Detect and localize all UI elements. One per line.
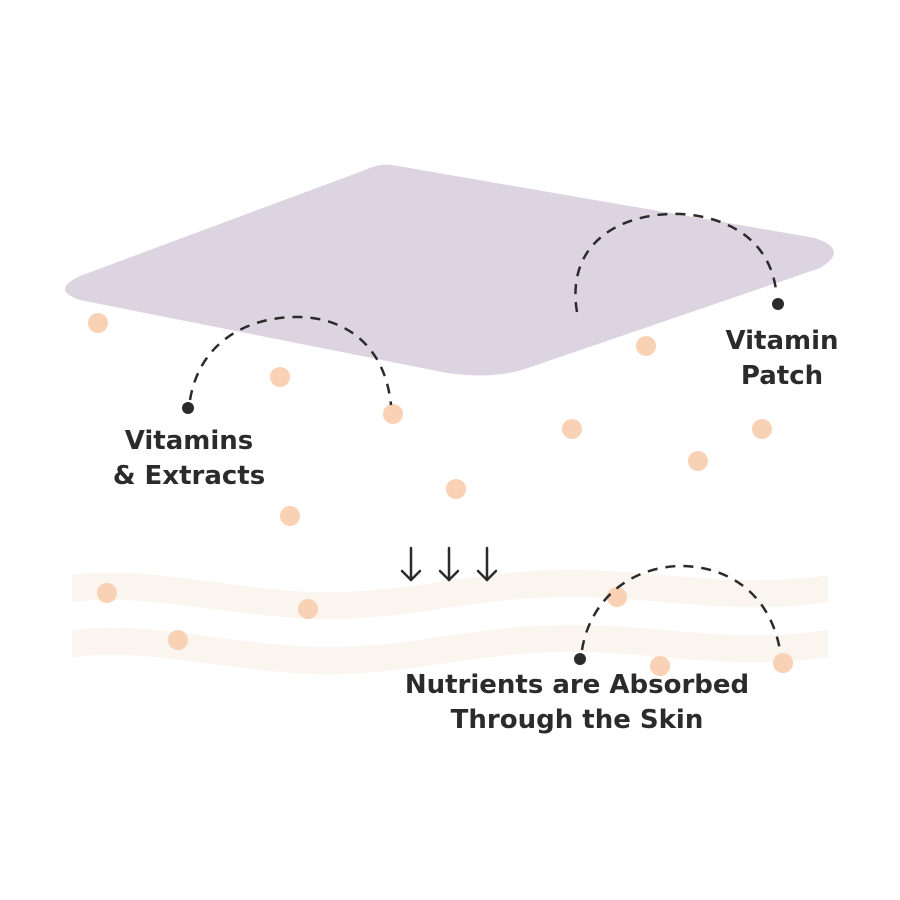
nutrient-particle (752, 419, 772, 439)
patch-callout-arc (574, 212, 778, 313)
nutrient-particle (298, 599, 318, 619)
extracts-callout-dot (182, 402, 194, 414)
nutrient-particle (607, 587, 627, 607)
down-arrow-head (476, 569, 498, 582)
vitamin-patch-label-line2: Patch (740, 361, 824, 391)
nutrient-particle (270, 367, 290, 387)
absorption-arrows (400, 546, 498, 582)
nutrient-particles (88, 313, 793, 676)
absorbed-callout-dot (574, 653, 586, 665)
absorbed-label-line2: Through the Skin (450, 705, 704, 735)
nutrient-particle (650, 656, 670, 676)
nutrient-particle (636, 336, 656, 356)
vitamins-extracts-label-line1: Vitamins (124, 426, 254, 456)
callout-dots (182, 298, 784, 665)
absorbed-label-line1: Nutrients are Absorbed (404, 670, 750, 700)
vitamins-extracts-label-line2: & Extracts (112, 461, 266, 491)
nutrient-particle (688, 451, 708, 471)
absorbed-label: Nutrients are Absorbed Through the Skin (400, 668, 754, 738)
absorbed-callout-arc (580, 564, 782, 651)
callout-arcs (188, 212, 782, 651)
skin-layer-top (72, 569, 828, 620)
nutrient-particle (168, 630, 188, 650)
nutrient-particle (562, 419, 582, 439)
skin-layer-bottom (72, 624, 828, 675)
nutrient-particle (97, 583, 117, 603)
nutrient-particle (88, 313, 108, 333)
nutrient-particle (280, 506, 300, 526)
vitamin-patch-label-line1: Vitamin (725, 326, 839, 356)
nutrient-particle (446, 479, 466, 499)
nutrient-particle (383, 404, 403, 424)
patch-callout-dot (772, 298, 784, 310)
vitamins-extracts-label: Vitamins & Extracts (104, 424, 274, 494)
vitamin-patch-label: Vitamin Patch (714, 324, 850, 394)
nutrient-particle (773, 653, 793, 673)
extracts-callout-arc (188, 315, 393, 406)
down-arrow-head (438, 569, 460, 582)
down-arrow-head (400, 569, 422, 582)
